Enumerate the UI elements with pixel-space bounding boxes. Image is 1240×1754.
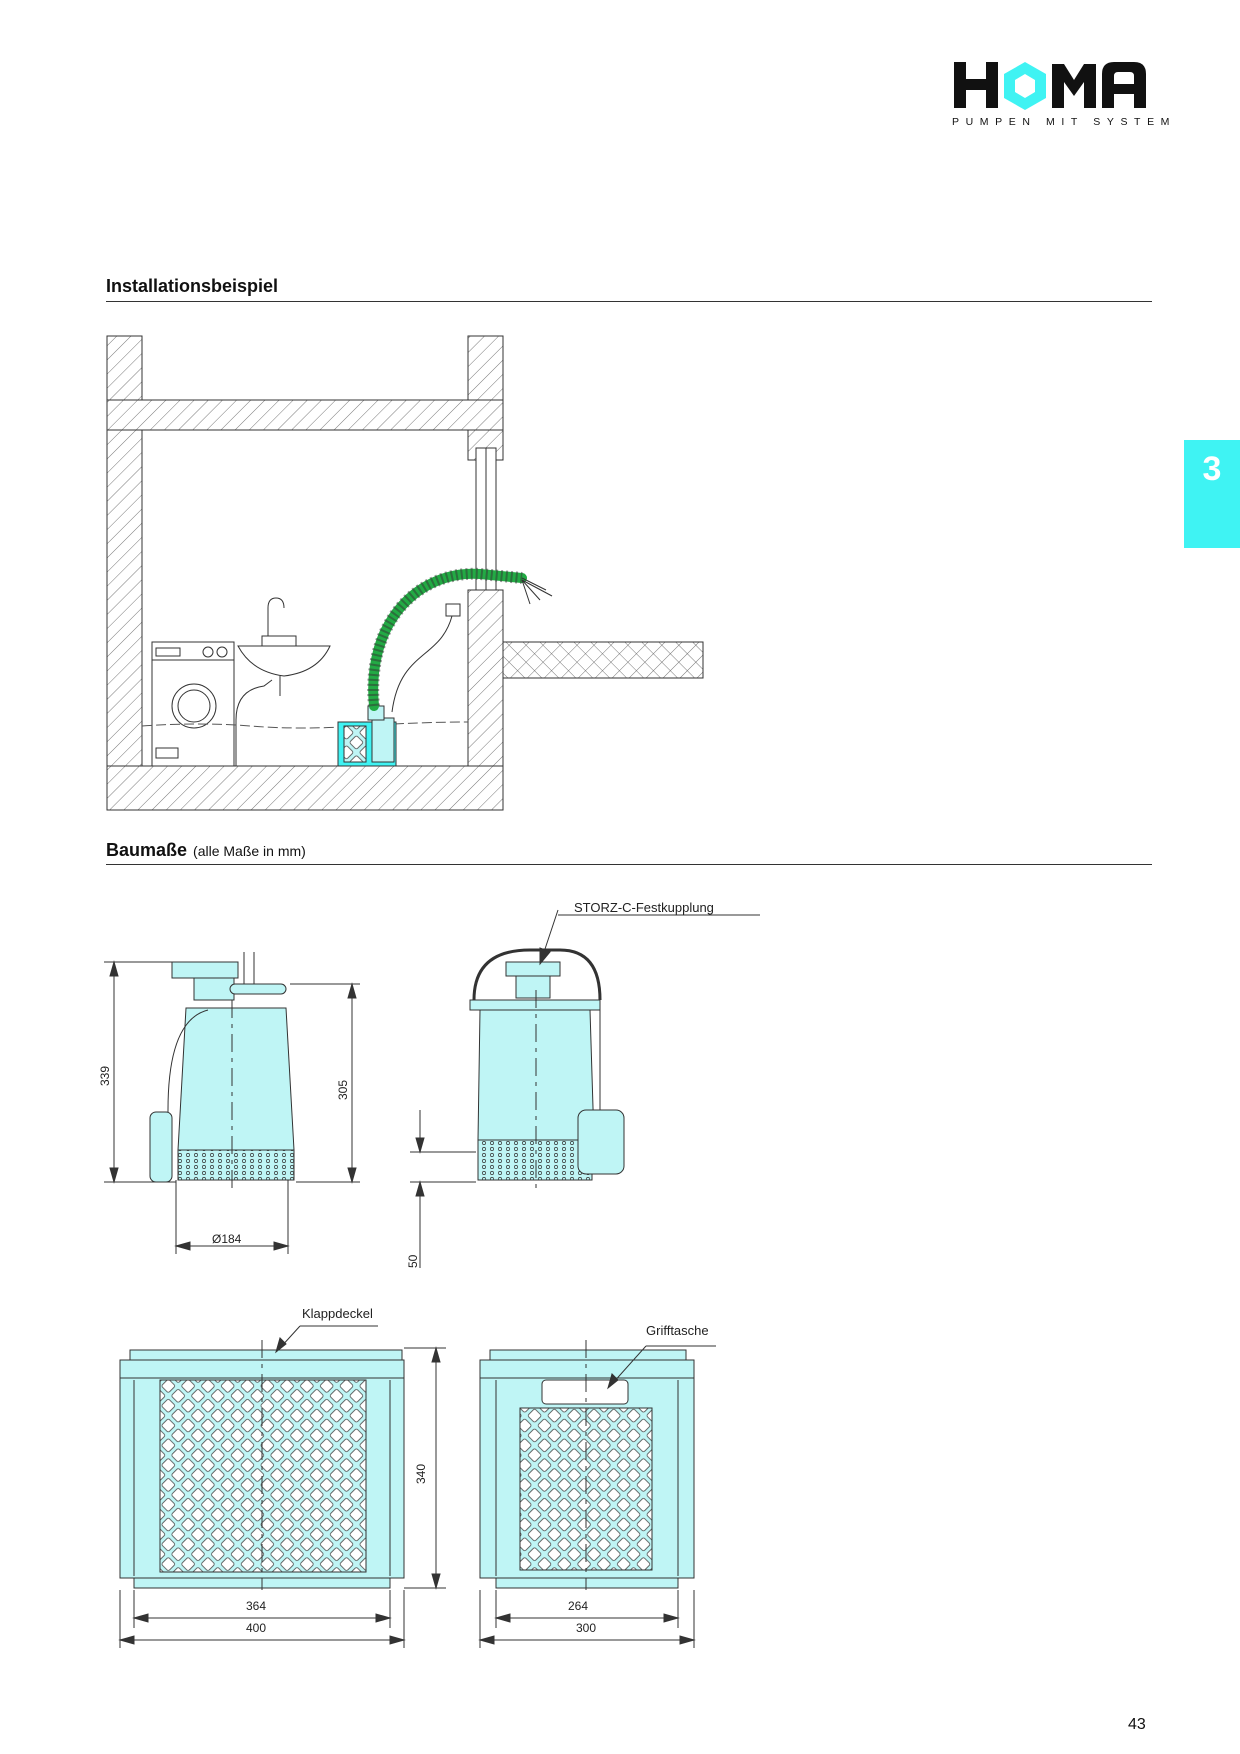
page-number: 43 [1128,1716,1146,1733]
crate-side-view [479,1340,695,1590]
dimensions-subtitle: (alle Maße in mm) [193,843,306,859]
socket-icon [445,603,461,617]
side-dimension-lines [410,909,760,1268]
building-section [106,335,704,811]
installation-heading: Installationsbeispiel [106,276,278,297]
dim-crate-height: 340 [414,1463,428,1484]
homa-logo [952,60,1152,117]
washing-machine-icon [151,641,235,767]
dim-diameter: Ø184 [212,1232,242,1246]
label-storz-coupling: STORZ-C-Festkupplung [574,900,714,915]
dim-crate-inner-width: 364 [246,1599,267,1613]
label-lid: Klappdeckel [302,1306,373,1321]
front-dimension-lines [104,960,360,1254]
crate-front-view [119,1340,405,1590]
chapter-tab[interactable]: 3 [1184,440,1240,548]
dimensions-title: Baumaße [106,840,188,860]
dim-crate-outer-width: 400 [246,1621,267,1635]
installation-title: Installationsbeispiel [106,276,279,296]
pump-front-view [149,952,295,1190]
pump-side-view [469,948,625,1190]
crate-dimension-lines [118,1325,716,1648]
dimensions-rule [106,864,1152,865]
wash-basin-icon [235,597,331,766]
hose-spray-icon [521,577,553,605]
dimensions-heading: Baumaße (alle Maße in mm) [106,840,306,861]
water-level-line [141,721,469,729]
dim-crate-outer-depth: 300 [576,1621,597,1635]
drain-hose [368,568,527,711]
pump-in-crate [337,705,397,767]
power-cable [391,615,453,713]
label-handle: Grifftasche [646,1323,709,1338]
homa-logo-mark [954,62,1146,110]
dim-crate-inner-depth: 264 [568,1599,589,1613]
heading-rule [106,301,1152,302]
logo-tagline: PUMPEN MIT SYSTEM [952,116,1177,128]
